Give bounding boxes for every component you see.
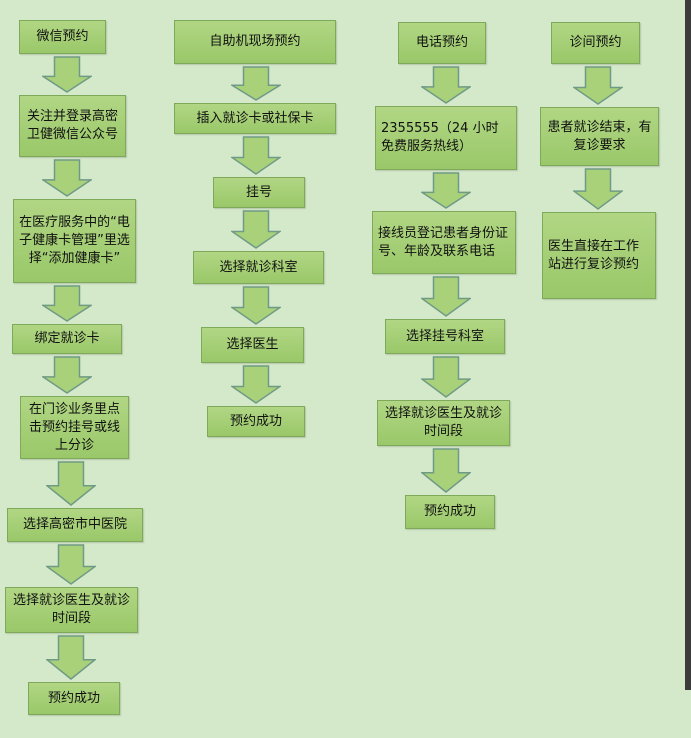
kiosk-step-4: 选择医生 [201, 327, 304, 363]
phone-step-3: 选择挂号科室 [385, 319, 505, 354]
down-arrow-icon [421, 356, 471, 398]
kiosk-step-1: 插入就诊卡或社保卡 [174, 103, 336, 134]
wechat-header: 微信预约 [19, 20, 106, 54]
down-arrow-icon [573, 66, 623, 105]
window-edge [685, 0, 691, 690]
down-arrow-icon [231, 66, 281, 101]
wechat-step-2: 在医疗服务中的“电子健康卡管理”里选择“添加健康卡” [13, 199, 136, 283]
phone-step-2: 接线员登记患者身份证号、年龄及联系电话 [372, 211, 516, 274]
down-arrow-shape [42, 356, 92, 394]
clinic-header: 诊间预约 [551, 22, 640, 64]
phone-step-4: 选择就诊医生及就诊时间段 [377, 400, 510, 446]
down-arrow-shape [231, 136, 281, 175]
kiosk-step-2: 挂号 [213, 177, 305, 208]
down-arrow-icon [231, 136, 281, 175]
down-arrow-shape [421, 356, 471, 398]
wechat-step-7: 预约成功 [28, 682, 120, 715]
kiosk-step-3: 选择就诊科室 [193, 251, 324, 284]
down-arrow-icon [421, 448, 471, 493]
down-arrow-shape [46, 635, 96, 680]
down-arrow-shape [231, 365, 281, 404]
down-arrow-icon [42, 356, 92, 394]
down-arrow-shape [46, 544, 96, 585]
wechat-step-6: 选择就诊医生及就诊时间段 [5, 587, 138, 633]
clinic-step-2: 医生直接在工作站进行复诊预约 [542, 212, 656, 299]
wechat-step-3: 绑定就诊卡 [12, 324, 122, 354]
down-arrow-icon [46, 461, 96, 506]
wechat-step-1: 关注并登录高密卫健微信公众号 [19, 95, 126, 157]
down-arrow-icon [421, 172, 471, 209]
down-arrow-shape [573, 168, 623, 210]
down-arrow-shape [231, 66, 281, 101]
down-arrow-shape [421, 172, 471, 209]
phone-header: 电话预约 [398, 22, 486, 64]
down-arrow-shape [231, 210, 281, 249]
down-arrow-icon [573, 168, 623, 210]
down-arrow-shape [421, 66, 471, 104]
down-arrow-icon [231, 286, 281, 325]
down-arrow-shape [421, 448, 471, 493]
down-arrow-shape [46, 461, 96, 506]
down-arrow-icon [46, 635, 96, 680]
phone-step-5: 预约成功 [405, 495, 495, 529]
down-arrow-icon [42, 159, 92, 197]
kiosk-step-5: 预约成功 [207, 406, 305, 437]
down-arrow-shape [42, 285, 92, 322]
down-arrow-icon [231, 210, 281, 249]
down-arrow-icon [42, 56, 92, 93]
down-arrow-shape [573, 66, 623, 105]
wechat-step-4: 在门诊业务里点击预约挂号或线上分诊 [20, 396, 129, 459]
down-arrow-icon [421, 276, 471, 317]
down-arrow-icon [421, 66, 471, 104]
phone-step-1: 2355555（24 小时免费服务热线） [375, 106, 517, 170]
down-arrow-icon [42, 285, 92, 322]
clinic-step-1: 患者就诊结束，有复诊要求 [540, 107, 659, 166]
down-arrow-shape [231, 286, 281, 325]
down-arrow-shape [42, 159, 92, 197]
wechat-step-5: 选择高密市中医院 [7, 508, 143, 542]
down-arrow-shape [42, 56, 92, 93]
down-arrow-icon [46, 544, 96, 585]
kiosk-header: 自助机现场预约 [174, 20, 336, 64]
down-arrow-shape [421, 276, 471, 317]
down-arrow-icon [231, 365, 281, 404]
